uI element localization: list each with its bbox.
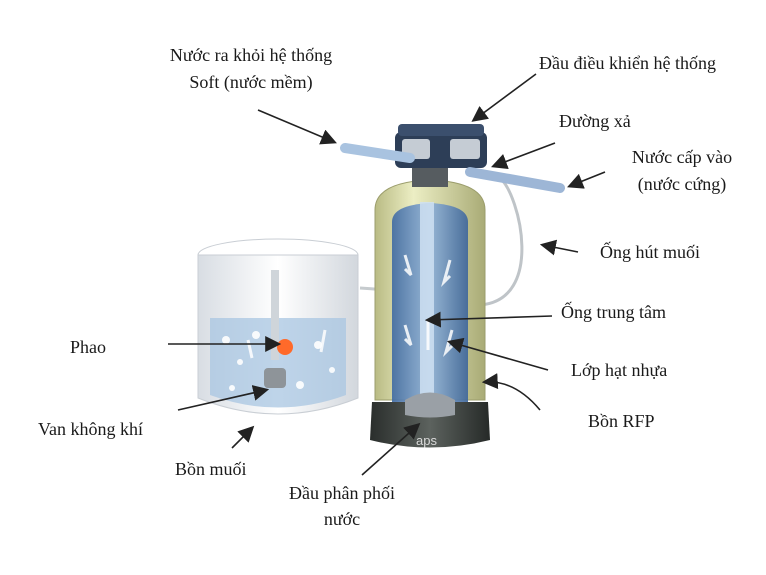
label-water-out-line2: Soft (nước mềm) [189, 72, 313, 92]
arrow-center-tube [424, 311, 553, 328]
label-brine-tank: Bồn muối [175, 459, 247, 479]
arrow-water-in [567, 171, 606, 189]
frp-tank-illustration [370, 179, 490, 448]
label-center-tube: Ống trung tâm [561, 302, 666, 322]
label-control-head: Đầu điều khiển hệ thống [539, 53, 716, 73]
arrow-water-out [257, 109, 337, 145]
arrow-distributor [361, 422, 421, 476]
arrow-frp [481, 373, 541, 411]
label-water-out-line1: Nước ra khỏi hệ thống [169, 45, 333, 65]
label-air-valve: Van không khí [38, 419, 143, 439]
label-resin-layer: Lớp hạt nhựa [571, 360, 668, 380]
label-distributor-line2: nước [323, 509, 361, 529]
label-water-in-line2: (nước cứng) [637, 174, 727, 194]
label-float: Phao [70, 337, 106, 357]
label-distributor-line1: Đầu phân phối [289, 483, 395, 503]
arrow-drain [491, 142, 556, 169]
brine-tank-illustration [197, 238, 359, 415]
arrow-control-head [471, 73, 537, 122]
label-frp-tank: Bồn RFP [588, 411, 655, 431]
arrow-air-valve [177, 385, 270, 411]
brand-mark: aps [416, 433, 437, 448]
brine-tube [479, 176, 524, 307]
arrow-brine-tube [539, 239, 579, 256]
flow-arrows [246, 254, 454, 359]
label-water-in-line1: Nước cấp vào [631, 147, 733, 167]
leader-arrows [168, 73, 606, 476]
arrow-resin [446, 337, 549, 371]
control-head-illustration [340, 124, 565, 193]
arrow-brine-tank [231, 425, 255, 449]
label-brine-tube: Ống hút muối [600, 242, 701, 262]
label-drain-line: Đường xả [559, 111, 631, 131]
